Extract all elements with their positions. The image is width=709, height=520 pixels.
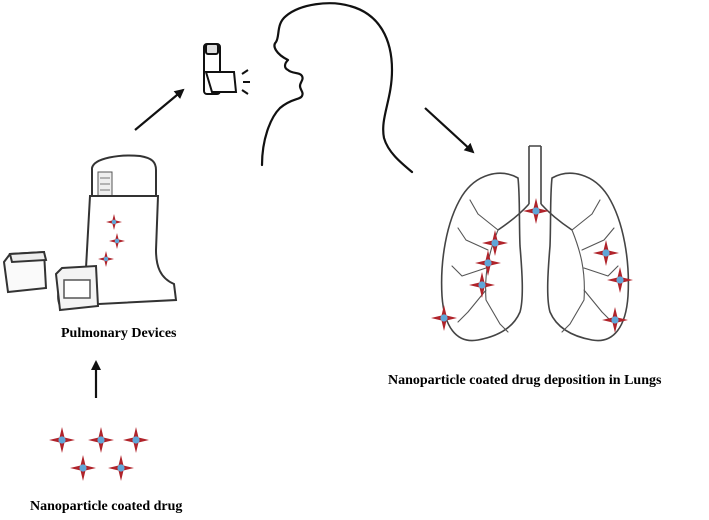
pulmonary-devices-label: Pulmonary Devices — [61, 326, 177, 341]
lung-particle — [475, 250, 501, 276]
lung-particle — [602, 307, 628, 333]
lung-particle — [523, 198, 549, 224]
drug-particle — [88, 427, 114, 453]
drug-particle — [123, 427, 149, 453]
lung-particle — [431, 305, 457, 331]
drug-particle — [49, 427, 75, 453]
lung-particle — [593, 240, 619, 266]
pulmonary-device-icon — [2, 154, 178, 312]
bronchi-icon — [451, 199, 619, 333]
arrow-face-to-lungs — [424, 107, 475, 154]
lung-particle — [482, 230, 508, 256]
human-head-icon — [260, 2, 414, 174]
lung-particle — [469, 272, 495, 298]
inhaler-small-icon — [203, 43, 250, 95]
arrow-device-to-face — [134, 88, 185, 131]
lungs-icon — [440, 145, 630, 342]
drug-particle — [70, 455, 96, 481]
nanoparticle-drug-label: Nanoparticle coated drug — [30, 499, 183, 514]
drug-particle — [108, 455, 134, 481]
lung-deposition-label: Nanoparticle coated drug deposition in L… — [388, 373, 662, 388]
